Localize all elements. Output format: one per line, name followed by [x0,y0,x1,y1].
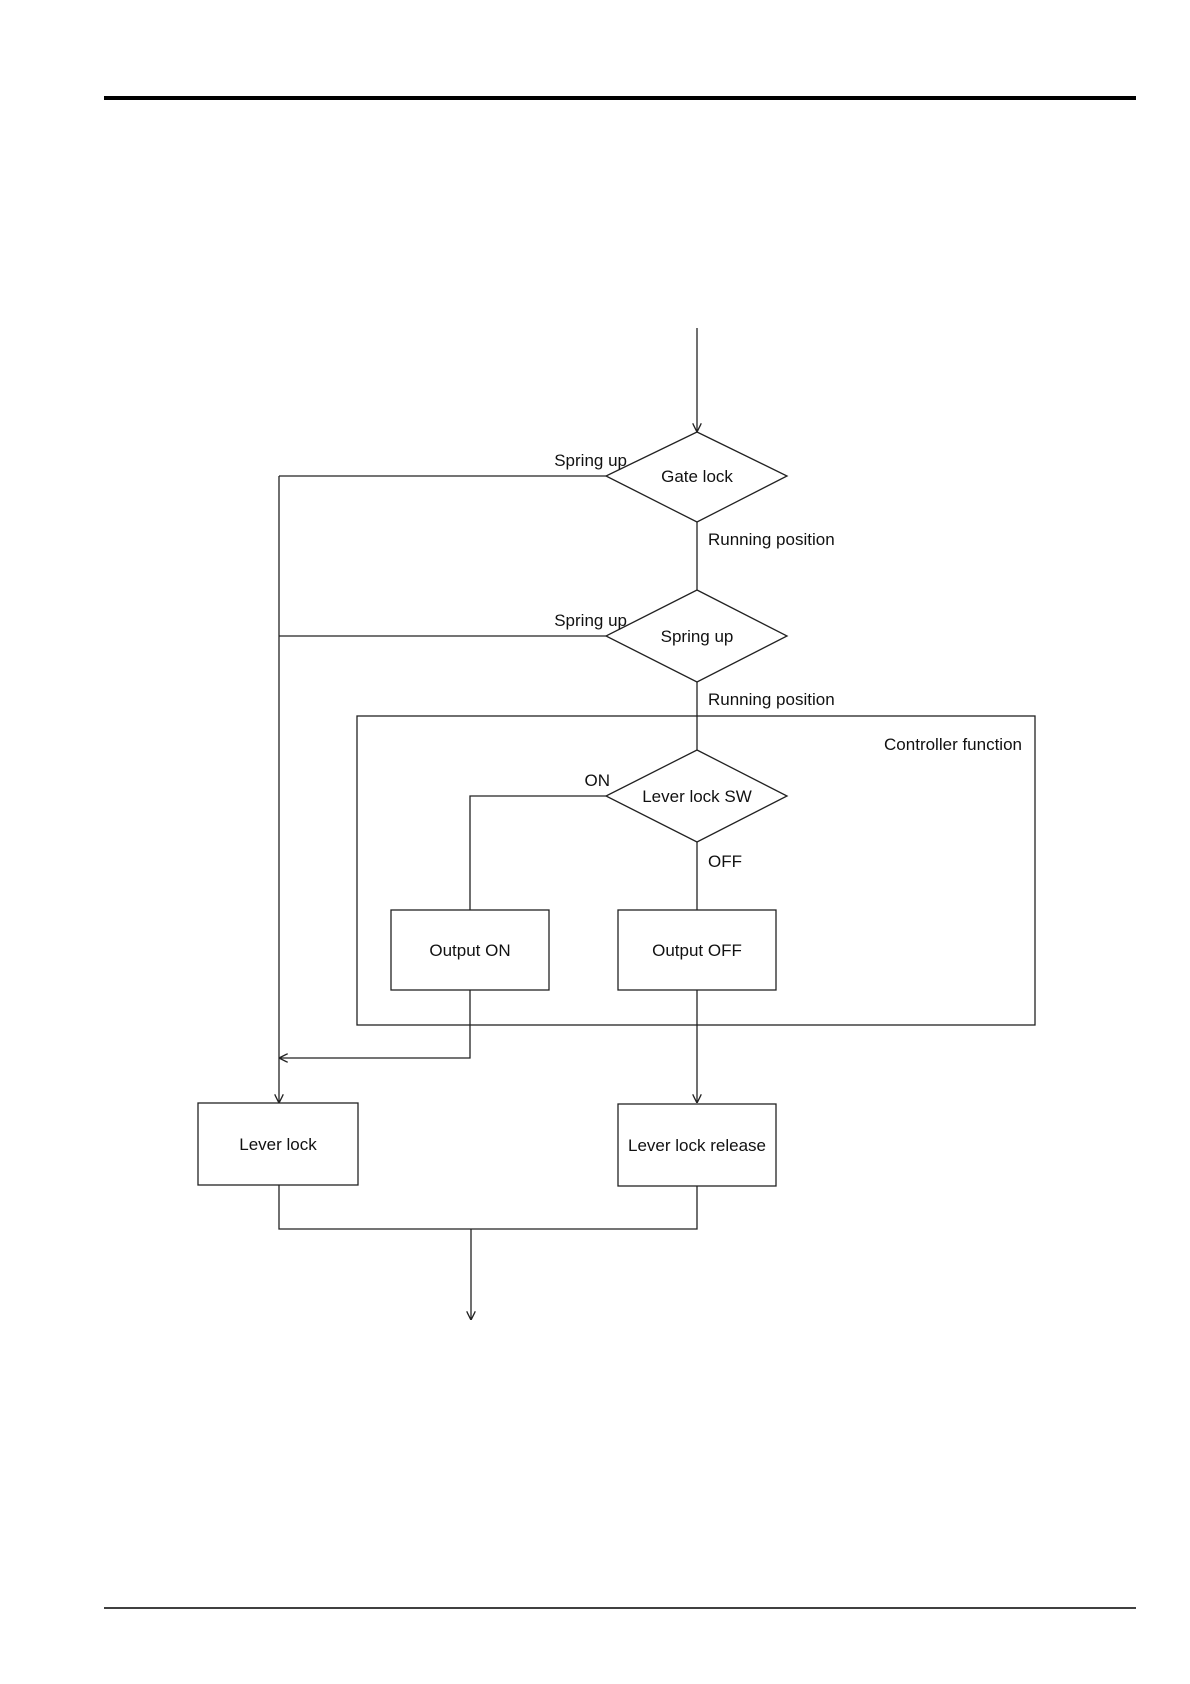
lever-lock-sw-label: Lever lock SW [642,787,752,806]
lever-lock-label: Lever lock [239,1135,317,1154]
edge-label-spring-up-spring-up: Spring up [554,611,627,630]
edge-label-spring-up-running: Running position [708,690,835,709]
connector-sw-on [470,796,606,910]
edge-label-gate-lock-running: Running position [708,530,835,549]
lever-lock-release-label: Lever lock release [628,1136,766,1155]
gate-lock-label: Gate lock [661,467,733,486]
spring-up-label: Spring up [661,627,734,646]
merge-line [279,1185,697,1229]
controller-function-label: Controller function [884,735,1022,754]
edge-label-gate-lock-spring-up: Spring up [554,451,627,470]
edge-label-sw-on: ON [585,771,611,790]
output-on-to-lever-lock-arrow [279,990,470,1058]
edge-label-sw-off: OFF [708,852,742,871]
output-on-label: Output ON [429,941,510,960]
output-off-label: Output OFF [652,941,742,960]
